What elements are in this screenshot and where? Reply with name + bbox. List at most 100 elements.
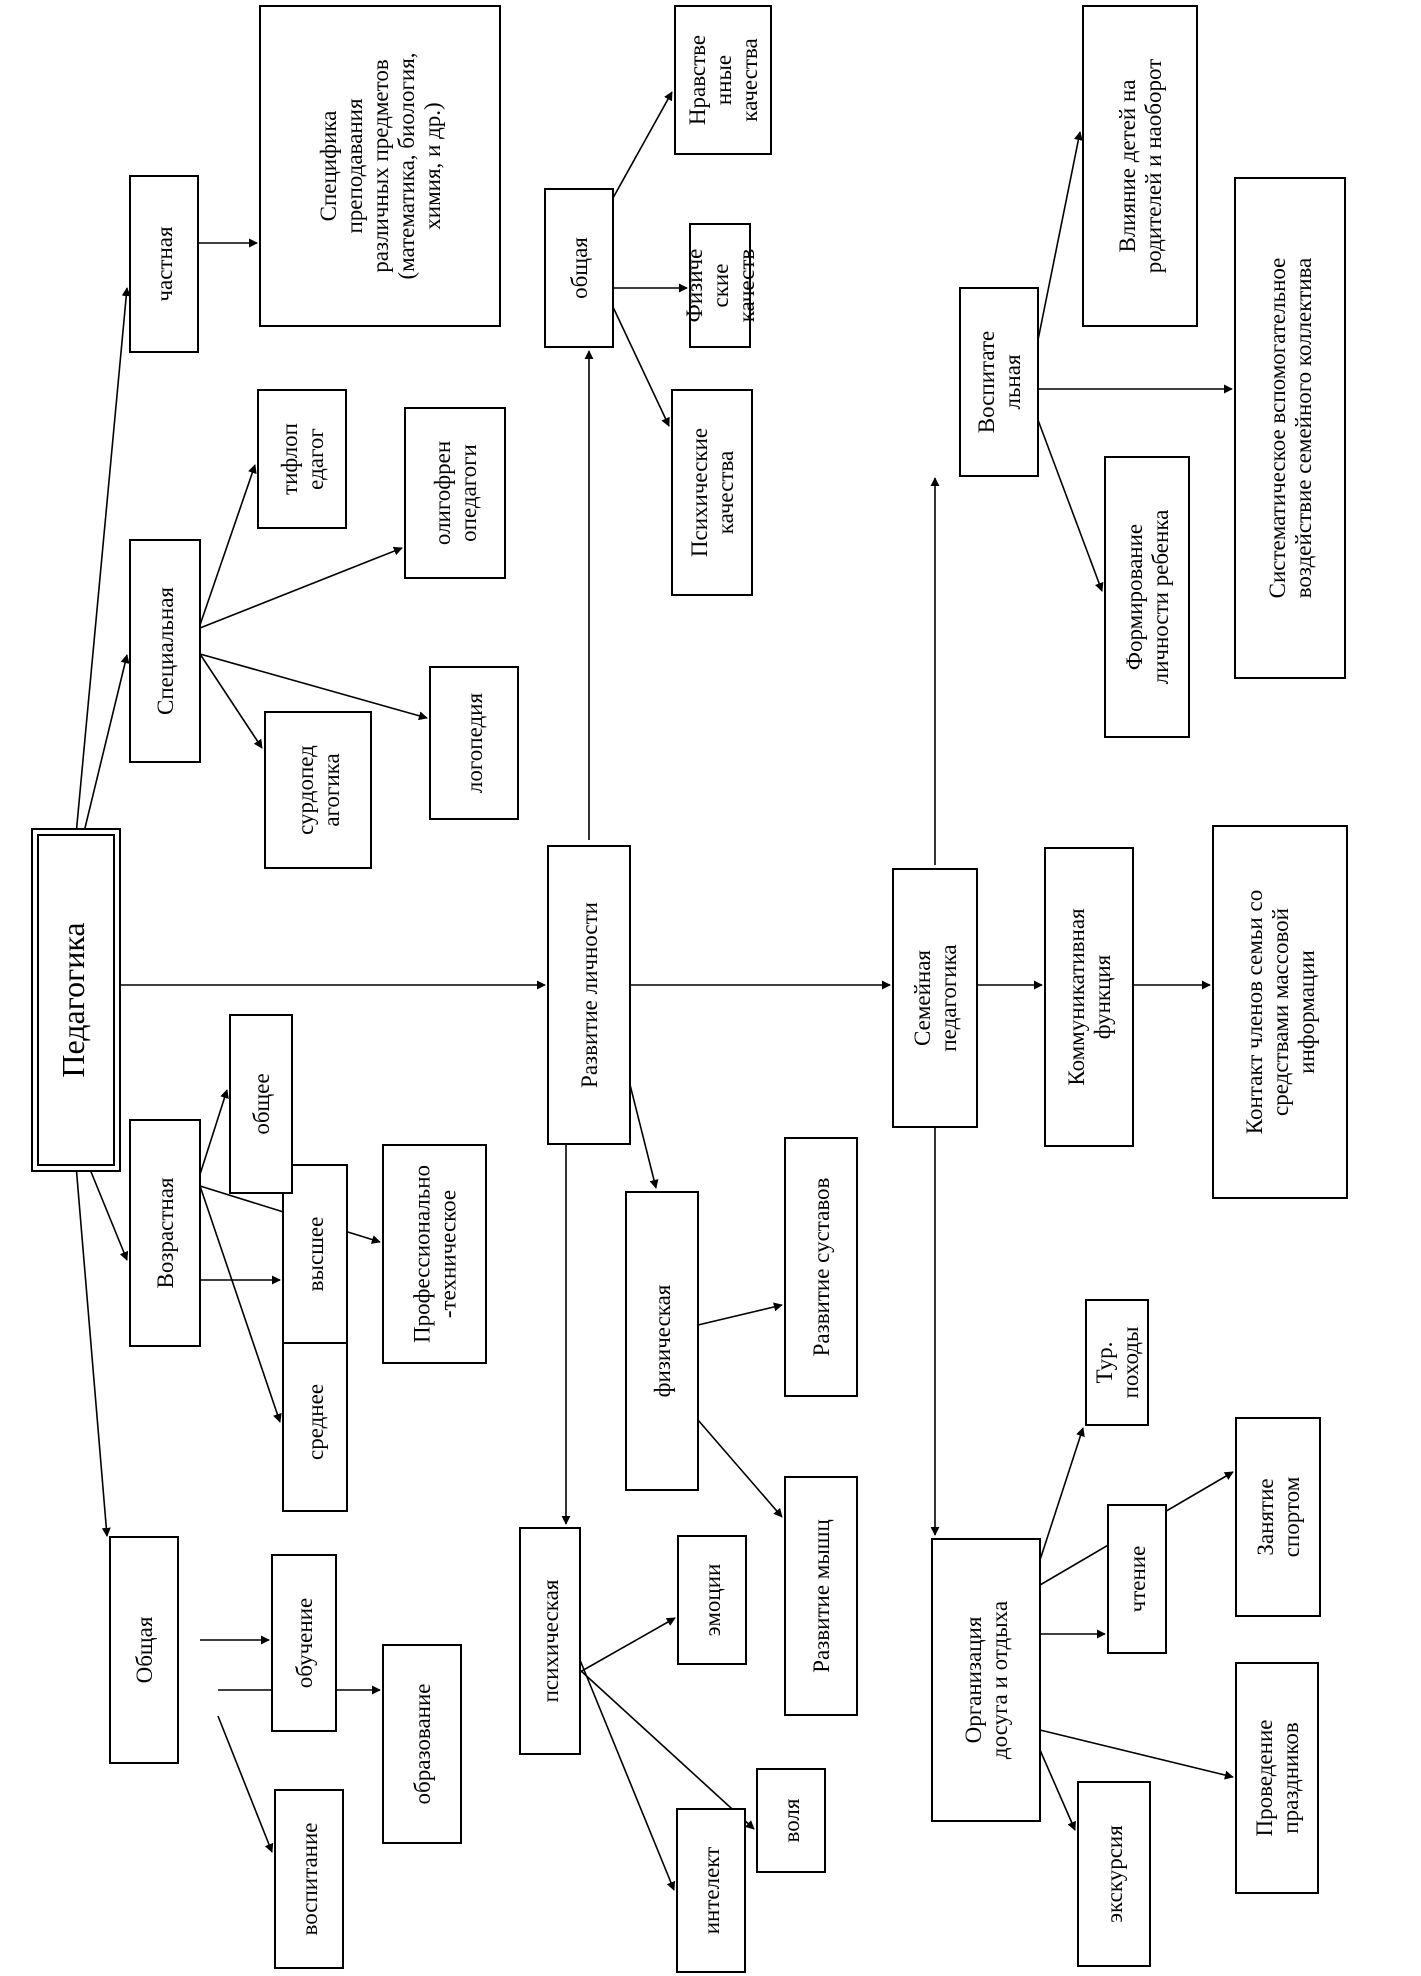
arrow-specialnaya-to-tiflo (199, 464, 257, 626)
node-label: частная (152, 226, 177, 302)
node-label: физическая (650, 1284, 675, 1397)
node-vospitanie: воспитание (274, 1789, 344, 1969)
node-ekskursiya: экскурсия (1077, 1781, 1151, 1967)
node-label: обучение (292, 1598, 317, 1688)
node-label: Семейнаяпедагогика (910, 944, 961, 1051)
root-node-root: Педагогика (31, 828, 121, 1172)
node-sport: Занятиеспортом (1235, 1417, 1321, 1617)
node-label: воспитание (297, 1823, 322, 1936)
arrow-organiz-to-tur (1039, 1427, 1085, 1561)
node-label: Формированиеличности ребенка (1122, 510, 1173, 685)
node-emocii: эмоции (677, 1535, 747, 1665)
arrow-psikhich-to-intelekt (579, 1659, 676, 1891)
node-label: воля (779, 1798, 804, 1842)
node-obuchenie: обучение (271, 1554, 337, 1732)
node-razvitie: Развитие личности (547, 845, 631, 1145)
node-label: Спецификапреподаванияразличных предметов… (316, 52, 445, 279)
arrow-organiz-to-prazdniki (1039, 1729, 1234, 1780)
arrow-specialnaya-to-logopediya (199, 653, 428, 721)
node-label: Психическиекачества (687, 428, 738, 557)
node-label: Коммуникативнаяфункция (1064, 908, 1115, 1086)
node-label: экскурсия (1102, 1825, 1127, 1923)
node-label: Влияние детей народителей и наоборот (1115, 59, 1166, 273)
node-label: Специальная (153, 587, 178, 715)
node-tiflo: тифлопедагог (257, 389, 347, 529)
node-surdo: сурдопедагогика (264, 711, 372, 869)
arrow-psikhich-to-emocii (579, 1617, 676, 1673)
arrow-specialnaya-to-surdo (199, 653, 263, 749)
arrow-vozrastnaya-to-srednee (199, 1185, 282, 1423)
node-label: эмоции (700, 1564, 725, 1637)
node-nrav: Нравственныекачества (674, 5, 772, 155)
node-obshchaya2: общая (544, 188, 614, 348)
node-obshchee: общее (229, 1014, 293, 1194)
node-vysshee: высшее (282, 1164, 348, 1344)
arrow-obshchaya2-to-psikh_kach (612, 306, 670, 427)
node-chtenie: чтение (1107, 1504, 1167, 1654)
node-label: Организациядосуга и отдыха (961, 1601, 1012, 1759)
node-oligo: олигофренопедагоги (404, 407, 506, 579)
node-specifika: Спецификапреподаванияразличных предметов… (259, 5, 501, 327)
arrow-organiz-to-ekskursiya (1039, 1749, 1076, 1831)
node-label: чтение (1125, 1546, 1150, 1613)
node-label: Развитие суставов (809, 1177, 834, 1356)
node-label: Нравственныекачества (685, 35, 762, 125)
node-specialnaya: Специальная (129, 539, 201, 763)
node-label: Профессионально-техническое (410, 1165, 461, 1343)
node-label: Физическиекачеств (682, 249, 759, 323)
node-volya: воля (756, 1768, 826, 1873)
node-logopediya: логопедия (429, 666, 519, 820)
node-label: Проведениепраздников (1252, 1720, 1303, 1837)
node-sustav: Развитие суставов (784, 1137, 858, 1397)
node-label: общее (249, 1073, 274, 1134)
node-vospit: Воспитательная (959, 287, 1039, 477)
node-kontakt: Контакт членов семьи сосредствами массов… (1212, 825, 1348, 1199)
arrow-fizicheskaya-to-sustav (697, 1302, 783, 1326)
node-label: тифлопедагог (277, 423, 328, 495)
node-label: Развитие мышц (809, 1519, 834, 1673)
node-label: Контакт членов семьи сосредствами массов… (1242, 890, 1319, 1134)
node-label: Педагогика (55, 922, 91, 1077)
node-label: Развитие личности (577, 902, 602, 1088)
node-label: Тур.походы (1092, 1327, 1143, 1399)
node-label: образование (410, 1684, 435, 1805)
node-label: Возрастная (153, 1177, 178, 1288)
node-label: Воспитательная (974, 331, 1025, 433)
node-prazdniki: Проведениепраздников (1235, 1662, 1319, 1894)
node-label: олигофренопедагоги (430, 441, 481, 545)
node-label: интелект (699, 1847, 724, 1935)
arrow-psikhich-to-volya (579, 1669, 755, 1830)
node-semeinaya: Семейнаяпедагогика (892, 868, 978, 1128)
arrow-obshchaya2-to-nrav (612, 91, 673, 199)
arrow-vospit-to-vliyanie (1037, 131, 1083, 341)
arrow-vospit-to-formir (1037, 419, 1104, 592)
node-srednee: среднее (282, 1332, 348, 1512)
node-chastnaya: частная (129, 175, 199, 353)
arrow-obshchaya-to-vospitanie (217, 1715, 274, 1853)
node-psikhich: психическая (519, 1527, 581, 1755)
node-organiz: Организациядосуга и отдыха (931, 1538, 1041, 1822)
node-prof: Профессионально-техническое (382, 1144, 487, 1364)
node-sistem: Систематическое вспомогательноевоздейств… (1234, 177, 1346, 679)
arrow-root-to-chastnaya (75, 287, 131, 836)
node-label: Общая (132, 1616, 157, 1683)
node-label: логопедия (462, 693, 487, 794)
node-obshchaya: Общая (109, 1536, 179, 1764)
node-label: Занятиеспортом (1253, 1476, 1304, 1557)
node-label: высшее (303, 1217, 328, 1292)
node-tur: Тур.походы (1085, 1299, 1149, 1426)
node-label: общая (567, 237, 592, 299)
node-vliyanie: Влияние детей народителей и наоборот (1082, 5, 1198, 327)
arrow-root-to-obshchaya (75, 1164, 111, 1537)
node-label: психическая (538, 1579, 563, 1702)
node-fiz_kach: Физическиекачеств (682, 223, 759, 348)
arrow-specialnaya-to-oligo (199, 546, 403, 629)
arrow-fizicheskaya-to-myshc (697, 1419, 783, 1518)
node-psikh_kach: Психическиекачества (671, 389, 753, 596)
node-formir: Формированиеличности ребенка (1104, 456, 1190, 738)
node-vozrastnaya: Возрастная (129, 1119, 201, 1347)
node-myshc: Развитие мышц (784, 1476, 858, 1716)
node-label: среднее (303, 1384, 328, 1460)
node-label: Систематическое вспомогательноевоздейств… (1265, 258, 1316, 599)
